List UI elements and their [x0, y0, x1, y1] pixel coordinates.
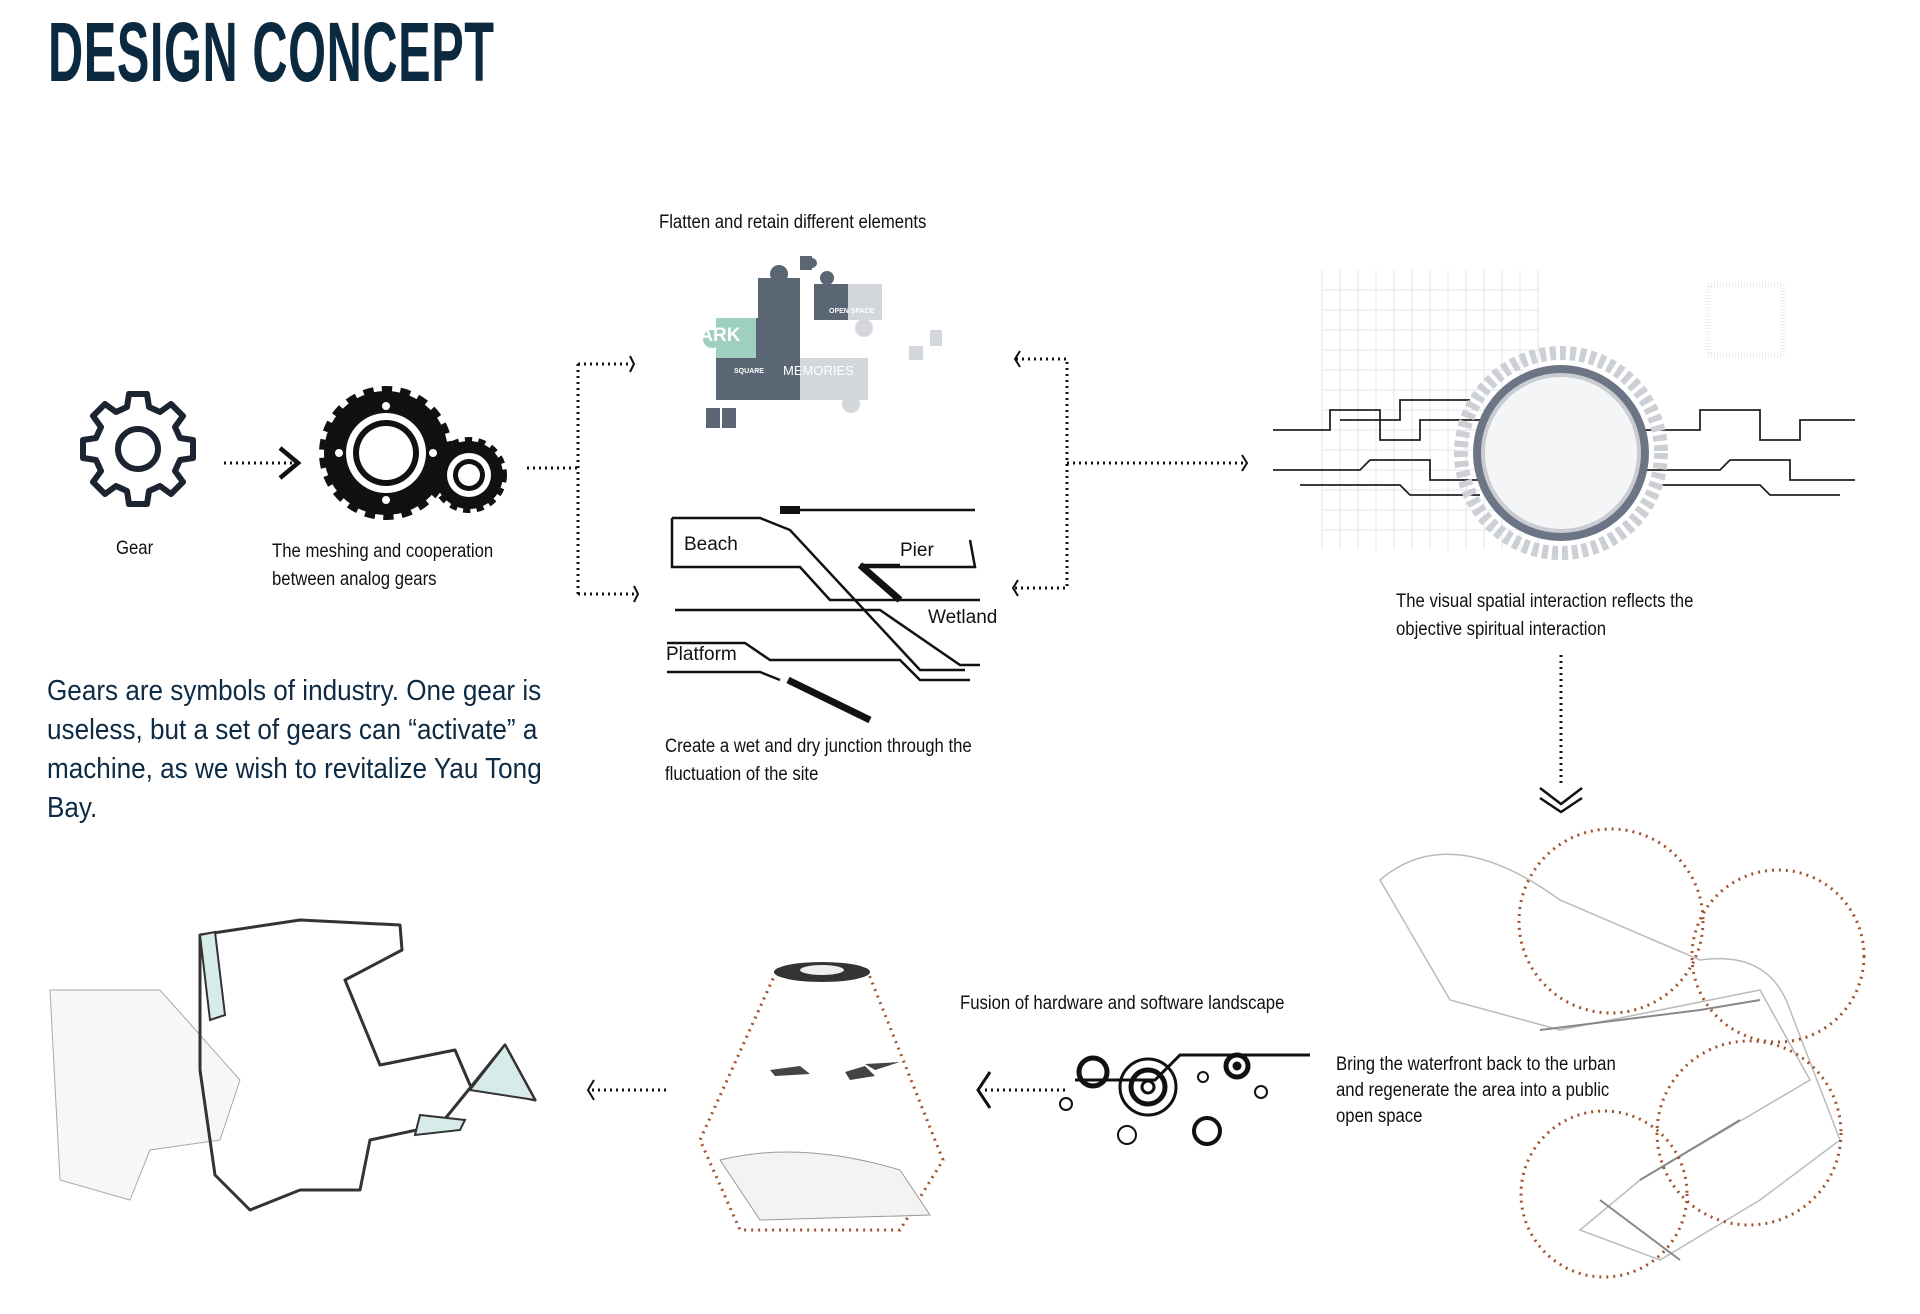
- puzzle-label-park: PARK: [688, 325, 741, 346]
- fusion-circles-graphic: [1059, 1052, 1310, 1146]
- junction-label-platform: Platform: [666, 644, 737, 665]
- waterfront-caption-line: Bring the waterfront back to the urban: [1336, 1054, 1616, 1075]
- concept-paragraph: Gears are symbols of industry. One gear …: [47, 672, 542, 828]
- waterfront-caption-line: and regenerate the area into a public: [1336, 1080, 1610, 1101]
- junction-label-wetland: Wetland: [928, 607, 997, 628]
- junction-caption-line: fluctuation of the site: [665, 764, 819, 785]
- puzzle-label-open-space: OPEN SPACE: [829, 308, 875, 315]
- junction-diagram: Beach Pier Wetland Platform: [666, 506, 997, 724]
- meshing-caption-line: The meshing and cooperation: [272, 541, 494, 562]
- circuit-dial-illustration: [1273, 270, 1855, 560]
- paragraph-line: Bay.: [47, 792, 98, 824]
- gear-label: Gear: [116, 538, 154, 559]
- paragraph-line: machine, as we wish to revitalize Yau To…: [47, 753, 542, 785]
- junction-label-pier: Pier: [900, 540, 934, 561]
- puzzle-label-square: SQUARE: [734, 368, 764, 375]
- paragraph-line: Gears are symbols of industry. One gear …: [47, 675, 542, 707]
- waterfront-caption-line: open space: [1336, 1106, 1423, 1127]
- waterfront-caption: Bring the waterfront back to the urban a…: [1336, 1052, 1616, 1130]
- junction-caption-line: Create a wet and dry junction through th…: [665, 736, 972, 757]
- junction-caption: Create a wet and dry junction through th…: [665, 733, 972, 789]
- site-map-with-zones: [1379, 827, 1866, 1279]
- flow-connectors: [224, 357, 1563, 1092]
- fusion-caption: Fusion of hardware and software landscap…: [960, 993, 1285, 1014]
- page-title: DESIGN CONCEPT: [48, 5, 495, 99]
- gear-icon: [80, 391, 196, 507]
- visual-caption-line: The visual spatial interaction reflects …: [1396, 591, 1694, 612]
- puzzle-illustration: PARK OPEN SPACE SQUARE MEMORIES: [688, 256, 942, 428]
- paragraph-line: useless, but a set of gears can “activat…: [47, 714, 538, 746]
- meshing-caption-line: between analog gears: [272, 569, 437, 590]
- site-plan-outline: [49, 918, 537, 1212]
- puzzle-label-memories: MEMORIES: [783, 363, 854, 378]
- meshing-caption: The meshing and cooperation between anal…: [272, 538, 493, 594]
- visual-caption-line: objective spiritual interaction: [1396, 619, 1607, 640]
- flatten-caption: Flatten and retain different elements: [659, 212, 927, 233]
- pyramid-perspective-illustration: [698, 962, 945, 1232]
- meshing-gears-icon: [319, 386, 507, 520]
- junction-label-beach: Beach: [684, 534, 738, 555]
- visual-caption: The visual spatial interaction reflects …: [1396, 588, 1693, 644]
